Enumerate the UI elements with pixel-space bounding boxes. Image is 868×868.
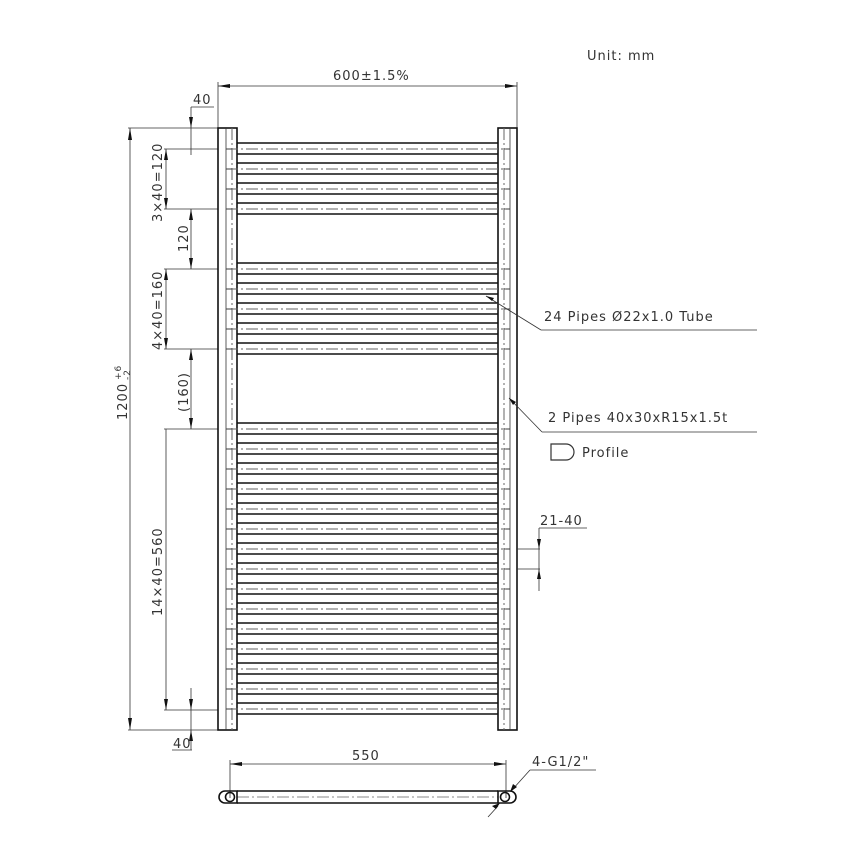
bottom-offset-dimension: 40 (172, 688, 193, 752)
width-dimension: 600±1.5% (217, 69, 518, 128)
group1-label: 3×40=120 (151, 143, 166, 222)
profile-label: Profile (582, 446, 629, 461)
profile-icon (550, 443, 575, 461)
height-tol-plus: +6 (114, 365, 124, 380)
top-offset-dimension: 40 (189, 93, 214, 155)
unit-label: Unit: mm (587, 49, 655, 64)
rails-callout-label: 2 Pipes 40x30xR15x1.5t (548, 411, 728, 426)
pipes-callout-label: 24 Pipes Ø22x1.0 Tube (544, 310, 714, 325)
group2-dimension: 4×40=160 (151, 269, 168, 350)
top-offset-label: 40 (193, 93, 212, 108)
group2-label: 4×40=160 (151, 271, 166, 350)
bottom-offset-label: 40 (173, 737, 192, 752)
left-connection-profile (218, 790, 238, 804)
right-connection-icon (499, 791, 511, 803)
gap1-dimension: 120 (177, 209, 193, 269)
connections-label: 4-G1/2" (532, 755, 589, 770)
pipes-callout: 24 Pipes Ø22x1.0 Tube (485, 295, 757, 331)
width-label: 600±1.5% (333, 69, 410, 84)
group1-dimension: 3×40=120 (151, 143, 168, 222)
left-connection-icon (224, 791, 236, 803)
group3-label: 14×40=560 (151, 527, 166, 616)
profile-legend: Profile (550, 443, 629, 461)
plan-view: 550 4-G1/2" (218, 749, 596, 818)
center-distance-label: 550 (352, 749, 380, 764)
gap2-label: (160) (177, 372, 192, 412)
group3-dimension: 14×40=560 (151, 429, 168, 710)
pipe-spacing-label: 21-40 (540, 514, 583, 529)
horizontal-pipes (226, 142, 510, 715)
gap2-dimension: (160) (177, 349, 193, 429)
height-tol-minus: -2 (123, 369, 133, 380)
height-dimension: 1200 +6 -2 (114, 127, 218, 731)
pipe-spacing-dimension: 21-40 (517, 514, 587, 591)
rails-callout: 2 Pipes 40x30xR15x1.5t (508, 397, 757, 433)
height-label: 1200 (116, 383, 131, 420)
gap1-label: 120 (177, 224, 192, 252)
